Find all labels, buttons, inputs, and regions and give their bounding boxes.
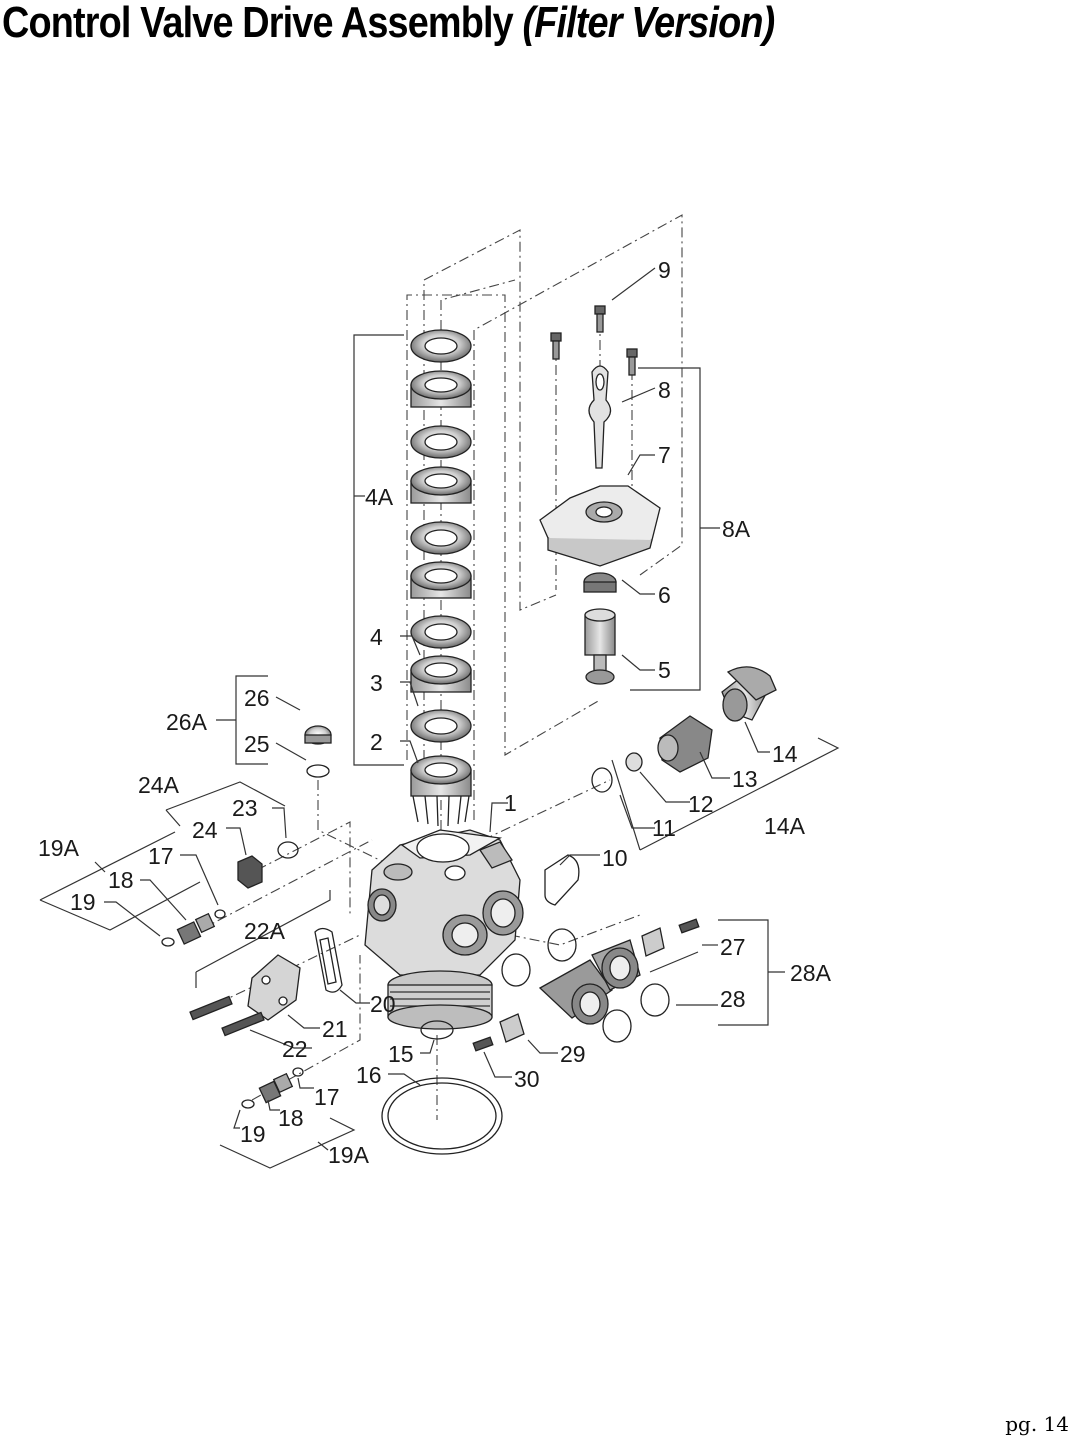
callout-13: 13 xyxy=(732,766,758,792)
callout-20: 20 xyxy=(370,991,396,1017)
callout-18: 18 xyxy=(108,867,134,893)
callout-9: 9 xyxy=(658,257,671,283)
callout-14: 14 xyxy=(772,741,798,767)
spacer-ring xyxy=(410,466,472,504)
callout-8: 8 xyxy=(658,377,671,403)
callout-26a: 26A xyxy=(166,709,208,735)
callout-19a-lower: 19A xyxy=(328,1142,370,1168)
o-ring-large xyxy=(381,1077,503,1155)
callout-26: 26 xyxy=(244,685,270,711)
callout-labels: 1 2 3 4 4A 5 6 7 8 8A 9 10 11 12 13 14 1… xyxy=(38,257,832,1168)
callout-23: 23 xyxy=(232,795,258,821)
callout-10: 10 xyxy=(602,845,628,871)
title-variant: (Filter Version) xyxy=(522,0,775,47)
o-ring xyxy=(591,767,613,793)
nut xyxy=(657,715,713,773)
callout-3: 3 xyxy=(370,670,383,696)
injector-plug-set xyxy=(161,909,226,947)
drive-link xyxy=(588,365,612,469)
clip xyxy=(641,927,665,957)
injector-cap xyxy=(247,954,301,1021)
callout-15: 15 xyxy=(388,1041,414,1067)
leader-lines xyxy=(39,267,840,1169)
screw xyxy=(221,1011,265,1037)
callout-2: 2 xyxy=(370,729,383,755)
spacer-ring-end xyxy=(410,755,472,827)
callout-17-lower: 17 xyxy=(314,1084,340,1110)
callout-18-lower: 18 xyxy=(278,1105,304,1131)
screw xyxy=(594,305,606,333)
washer xyxy=(625,752,643,772)
piston xyxy=(584,608,616,685)
callout-25: 25 xyxy=(244,731,270,757)
screw xyxy=(189,995,233,1021)
spacer-ring xyxy=(410,561,472,599)
clip xyxy=(499,1013,525,1043)
callout-19-lower: 19 xyxy=(240,1121,266,1147)
callout-12: 12 xyxy=(688,791,714,817)
bypass-fittings xyxy=(591,666,777,793)
callout-21: 21 xyxy=(322,1016,348,1042)
title-main: Control Valve Drive Assembly xyxy=(2,0,514,47)
seal-spacer-stack xyxy=(410,329,472,827)
injector-gasket xyxy=(314,927,343,993)
drive-cap-assembly xyxy=(539,305,661,685)
o-ring-small xyxy=(420,1020,454,1040)
callout-16: 16 xyxy=(356,1062,382,1088)
callout-27: 27 xyxy=(720,934,746,960)
drive-gear xyxy=(583,572,617,593)
callout-4a: 4A xyxy=(365,484,394,510)
callout-28: 28 xyxy=(720,986,746,1012)
callout-19a: 19A xyxy=(38,835,80,861)
o-ring xyxy=(306,764,330,778)
callout-24a: 24A xyxy=(138,772,180,798)
valve-body xyxy=(364,829,580,1030)
callout-22: 22 xyxy=(282,1036,308,1062)
screw xyxy=(678,918,700,934)
callout-29: 29 xyxy=(560,1041,586,1067)
callout-7: 7 xyxy=(658,442,671,468)
screw xyxy=(472,1036,494,1052)
left-small-parts xyxy=(161,725,343,1109)
callout-6: 6 xyxy=(658,582,671,608)
page-title: Control Valve Drive Assembly (Filter Ver… xyxy=(2,0,775,48)
screw xyxy=(550,332,562,360)
callout-24: 24 xyxy=(192,817,218,843)
callout-22a: 22A xyxy=(244,918,286,944)
screw xyxy=(626,348,638,376)
callout-17: 17 xyxy=(148,843,174,869)
plug xyxy=(237,855,263,889)
injector-plug-set xyxy=(241,1067,304,1109)
callout-1: 1 xyxy=(504,790,517,816)
callout-4: 4 xyxy=(370,624,383,650)
spacer-ring xyxy=(410,655,472,693)
clip xyxy=(544,854,580,906)
elbow xyxy=(721,666,777,722)
spacer-ring xyxy=(410,370,472,408)
callout-11: 11 xyxy=(652,815,676,841)
callout-14a: 14A xyxy=(764,813,806,839)
bypass-adapters xyxy=(472,918,700,1052)
o-ring xyxy=(277,841,299,859)
callout-8a: 8A xyxy=(722,516,751,542)
page-number: pg. 14 xyxy=(1005,1412,1069,1436)
callout-28a: 28A xyxy=(790,960,832,986)
callout-5: 5 xyxy=(658,657,671,683)
callout-30: 30 xyxy=(514,1066,540,1092)
callout-19: 19 xyxy=(70,889,96,915)
